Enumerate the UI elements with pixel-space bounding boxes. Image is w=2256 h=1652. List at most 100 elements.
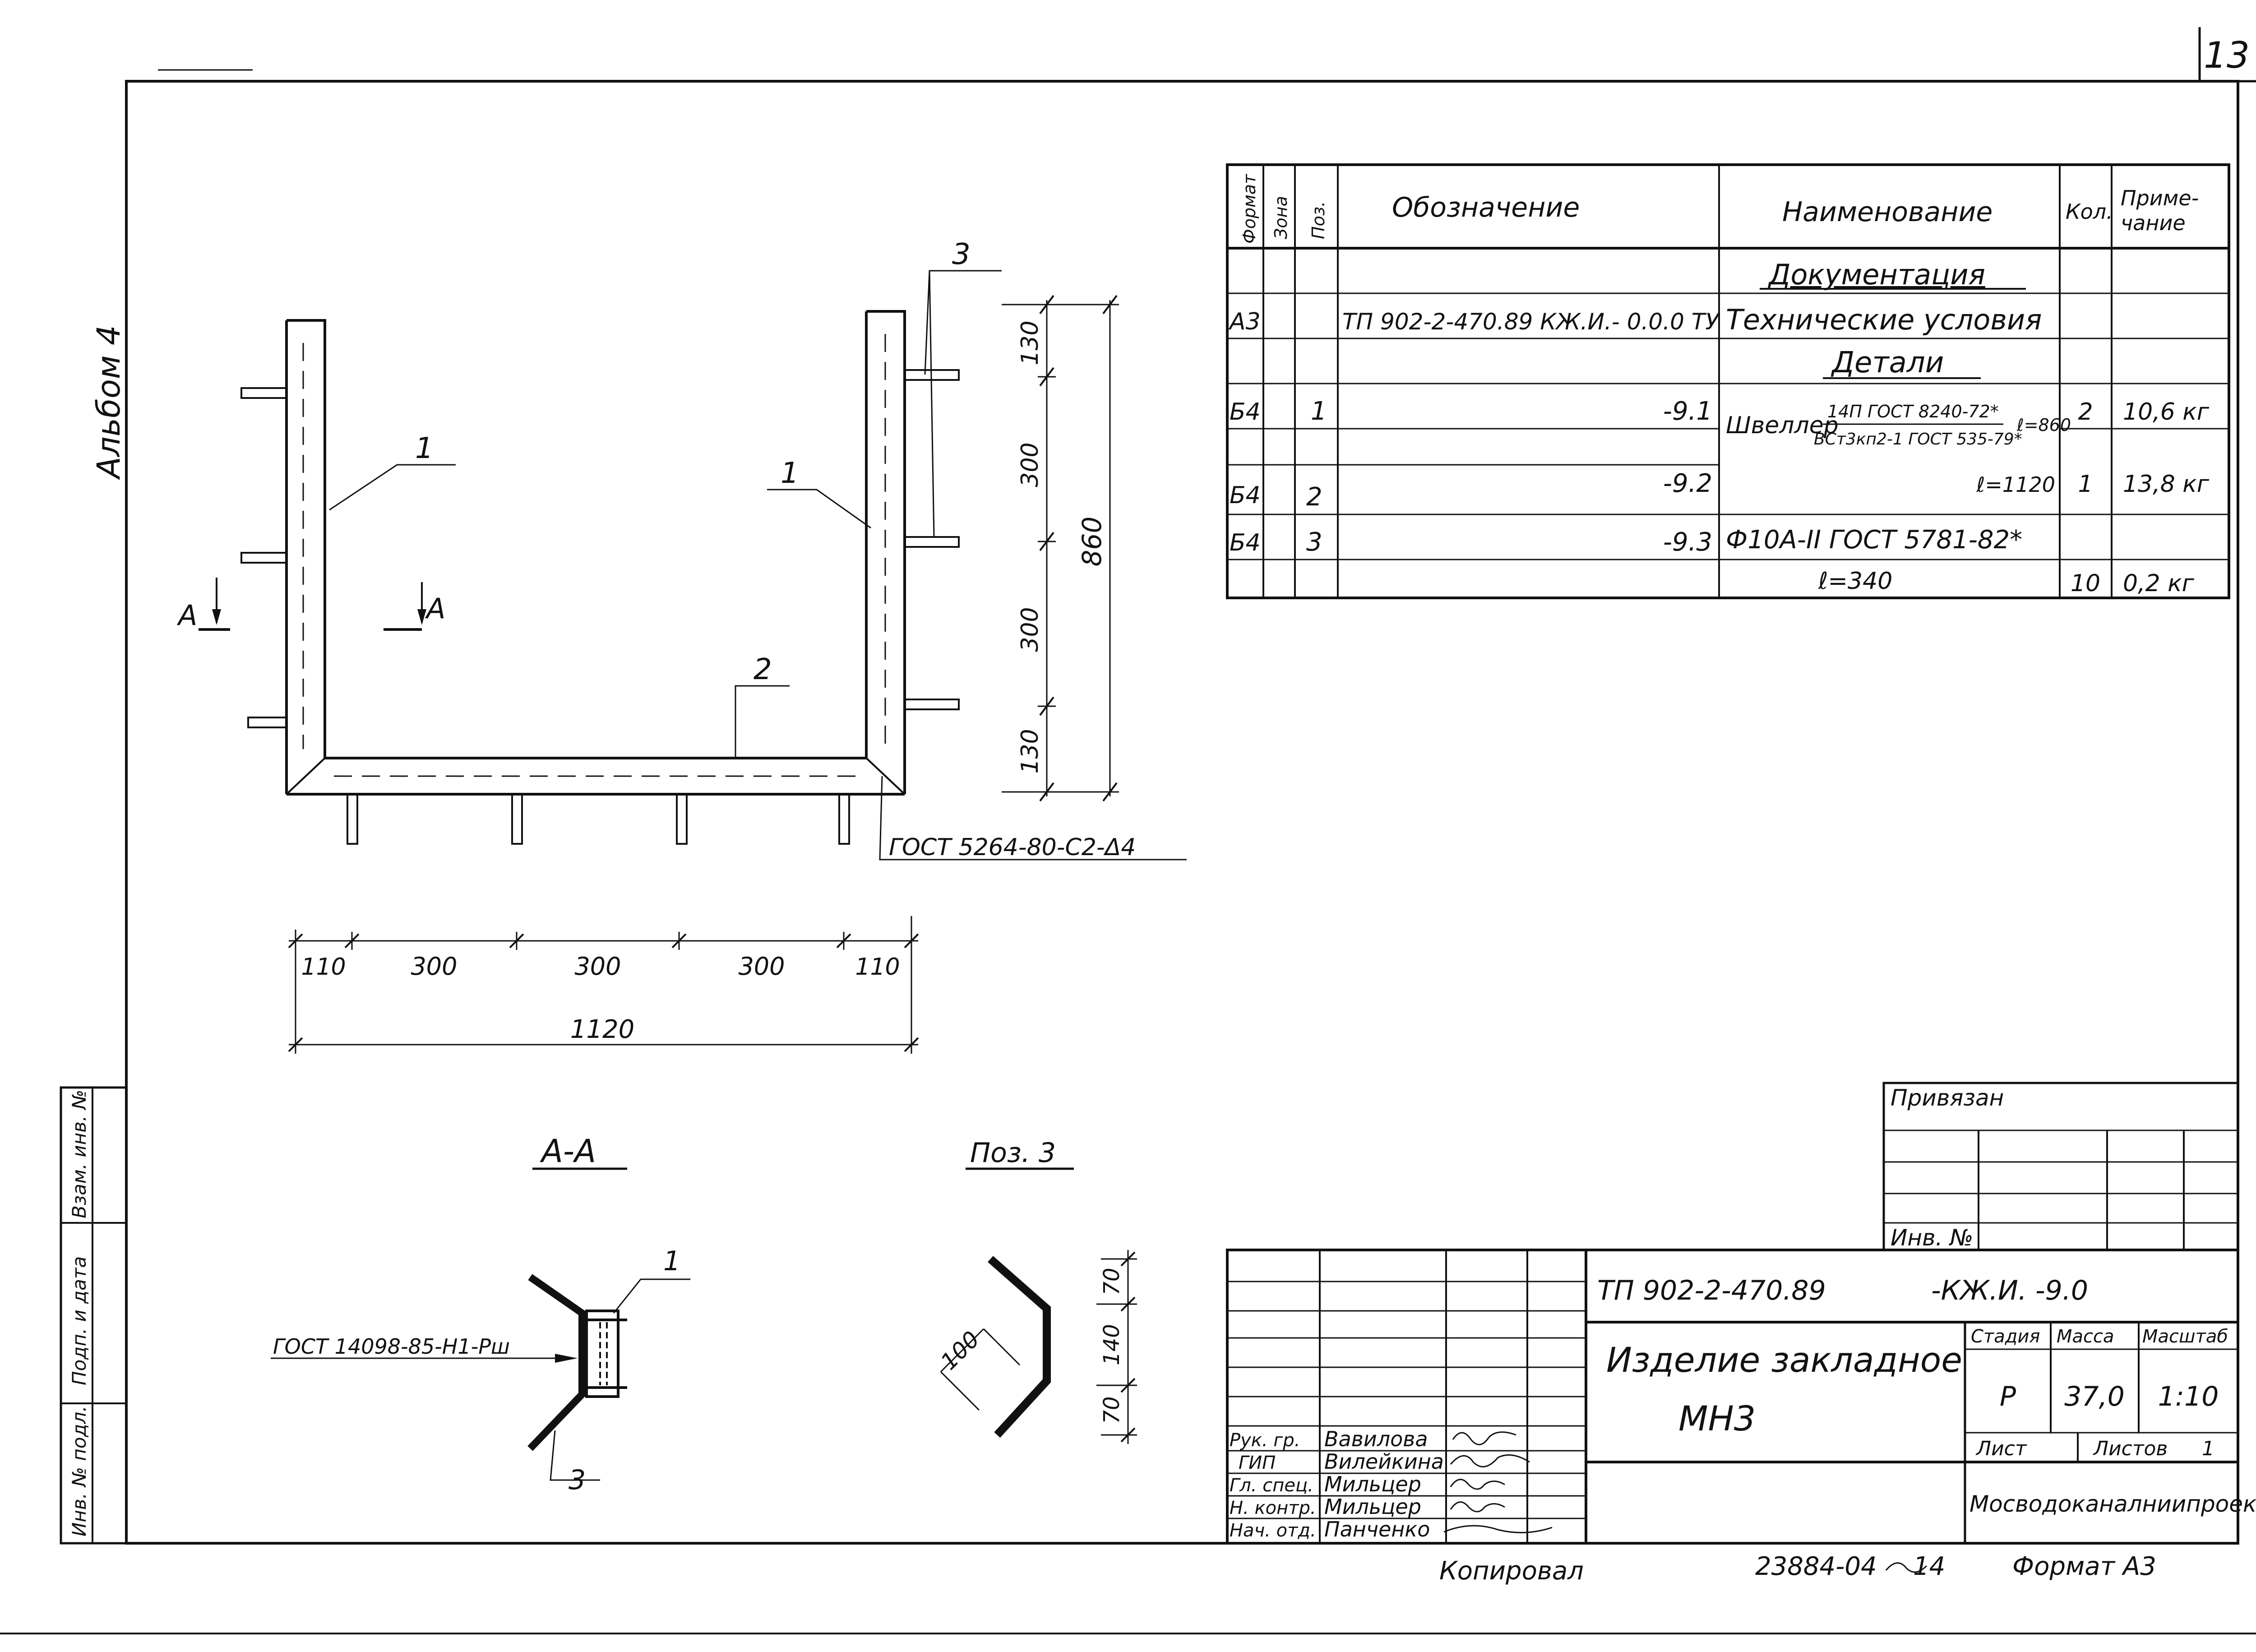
- spec-header-note-2: чание: [2121, 211, 2186, 235]
- stamp-organization: Мосводоканалниипроект: [1969, 1491, 2256, 1517]
- dim-horizontal: [288, 916, 919, 1054]
- stamp-code-suffix: -КЖ.И. -9.0: [1931, 1275, 2088, 1306]
- side-stamp-inv-podl: Инв. № подл.: [68, 1406, 90, 1536]
- stamp-sheets-count: 1: [2202, 1437, 2214, 1460]
- stamp-role-3: Гл. спец.: [1230, 1475, 1313, 1496]
- spec-header-designation: Обозначение: [1392, 192, 1580, 223]
- pos3-dim-70-top: 70: [1099, 1268, 1124, 1295]
- stamp-stage-label: Стадия: [1971, 1326, 2040, 1347]
- spec-section-details: Детали: [1831, 346, 1944, 379]
- spec-table: [1226, 163, 2230, 599]
- stamp-mass: 37,0: [2064, 1381, 2125, 1412]
- stamp-scale: 1:10: [2158, 1381, 2219, 1412]
- pos3-dim-100: 100: [936, 1326, 985, 1375]
- section-mark-right: А: [425, 592, 445, 625]
- spec-header-format: Формат: [1239, 173, 1259, 244]
- spec-row1-name-top: 14П ГОСТ 8240-72*: [1827, 402, 1999, 421]
- spec-row2-qty: 1: [2078, 471, 2093, 498]
- spec-row1-designation: -9.1: [1663, 397, 1712, 426]
- frame: [0, 27, 2256, 1634]
- spec-row3-name: Ф10А-II ГОСТ 5781-82*: [1726, 525, 2022, 555]
- spec-row1-name-bottom: ВСт3кп2-1 ГОСТ 535-79*: [1814, 430, 2022, 449]
- title-block: [1226, 1082, 2239, 1545]
- spec-row2-pos: 2: [1306, 482, 1322, 512]
- pos3-dim-70-bottom: 70: [1099, 1396, 1124, 1424]
- dim-v-130-bottom: 130: [1017, 729, 1044, 773]
- spec-row2-format: Б4: [1230, 482, 1261, 509]
- stamp-title-line1: Изделие закладное: [1606, 1340, 1962, 1380]
- dim-v-130-top: 130: [1017, 320, 1044, 365]
- pos3-title: Поз. 3: [970, 1137, 1056, 1169]
- footer-copied: Копировал: [1439, 1556, 1584, 1586]
- dim-h-300-c: 300: [738, 952, 785, 981]
- stamp-title-line2: МН3: [1678, 1398, 1756, 1439]
- dim-h-110-left: 110: [301, 953, 346, 981]
- dim-vertical: [1002, 295, 1119, 802]
- footer-format: Формат А3: [2012, 1552, 2156, 1581]
- spec-row3-note: 0,2 кг: [2123, 570, 2195, 597]
- stamp-mass-label: Масса: [2057, 1326, 2114, 1347]
- stamp-inv-no: Инв. №: [1891, 1225, 1973, 1251]
- section-aa-title: А-А: [540, 1133, 596, 1170]
- stamp-sheet-label: Лист: [1975, 1437, 2027, 1460]
- spec-row3-qty: 10: [2071, 570, 2100, 597]
- footer-number: 23884-04: [1755, 1552, 1877, 1581]
- section-aa-callout-1: 1: [663, 1245, 680, 1277]
- spec-header-name: Наименование: [1782, 196, 1992, 228]
- spec-doc-format: А3: [1228, 308, 1261, 335]
- signatures: [1443, 1431, 1928, 1573]
- callout-1-right: 1: [781, 457, 799, 490]
- spec-doc-name: Технические условия: [1726, 303, 2042, 336]
- page-number: 13: [2204, 34, 2250, 76]
- spec-row2-designation: -9.2: [1663, 469, 1712, 498]
- spec-section-docs: Документация: [1767, 258, 1985, 291]
- pos3-drawing: [940, 1250, 1137, 1444]
- stamp-sheets-label: Листов: [2093, 1437, 2168, 1460]
- section-aa-weld-note: ГОСТ 14098-85-Н1-Рш: [273, 1334, 510, 1359]
- callout-1-left: 1: [415, 432, 434, 465]
- weld-note: ГОСТ 5264-80-С2-Δ4: [889, 834, 1136, 861]
- dim-v-300-b: 300: [1017, 607, 1044, 652]
- spec-row3-designation: -9.3: [1663, 528, 1712, 557]
- u-frame-drawing: [199, 270, 1187, 861]
- callout-2: 2: [754, 653, 772, 686]
- stamp-role-5: Нач. отд.: [1230, 1520, 1316, 1541]
- stamp-name-4: Мильцер: [1324, 1495, 1421, 1519]
- spec-row1-name-main: Швеллер: [1726, 412, 1839, 439]
- dim-h-total: 1120: [570, 1015, 635, 1044]
- pos3-dim-140: 140: [1099, 1324, 1124, 1365]
- stamp-name-5: Панченко: [1324, 1517, 1430, 1541]
- stamp-name-3: Мильцер: [1324, 1472, 1421, 1496]
- spec-row3-pos: 3: [1306, 528, 1322, 557]
- spec-row2-length: ℓ=1120: [1976, 472, 2055, 497]
- album-label: Альбом 4: [90, 325, 127, 480]
- spec-row1-qty: 2: [2078, 398, 2093, 426]
- side-stamp: [60, 1086, 128, 1545]
- stamp-name-1: Вавилова: [1324, 1427, 1428, 1451]
- section-aa-callout-3: 3: [569, 1464, 586, 1496]
- spec-row1-length: ℓ=860: [2016, 415, 2071, 435]
- side-stamp-podp-data: Подп. и дата: [68, 1256, 90, 1385]
- spec-row2-note: 13,8 кг: [2123, 471, 2210, 498]
- stamp-privyazan: Привязан: [1891, 1085, 2004, 1111]
- stamp-name-2: Вилейкина: [1324, 1449, 1444, 1474]
- spec-header-qty: Кол.: [2066, 199, 2113, 224]
- dim-v-total: 860: [1077, 517, 1107, 567]
- footer-sub: 14: [1913, 1552, 1945, 1581]
- spec-doc-designation: ТП 902-2-470.89 КЖ.И.- 0.0.0 ТУ: [1342, 309, 1720, 335]
- spec-row3-format: Б4: [1230, 529, 1261, 556]
- stamp-code: ТП 902-2-470.89: [1597, 1275, 1826, 1306]
- spec-row3-length: ℓ=340: [1818, 568, 1892, 595]
- side-stamp-vzam-inv: Взам. инв. №: [68, 1090, 90, 1218]
- spec-header-note-1: Приме-: [2121, 186, 2199, 210]
- dim-h-300-a: 300: [411, 952, 457, 981]
- callout-3: 3: [952, 238, 971, 271]
- stamp-stage: Р: [2000, 1381, 2016, 1412]
- section-aa-drawing: [271, 1274, 690, 1481]
- spec-row1-note: 10,6 кг: [2123, 398, 2210, 426]
- dim-v-300-a: 300: [1017, 442, 1044, 487]
- dim-h-300-b: 300: [574, 952, 621, 981]
- dim-h-110-right: 110: [855, 953, 900, 981]
- stamp-role-4: Н. контр.: [1230, 1498, 1316, 1518]
